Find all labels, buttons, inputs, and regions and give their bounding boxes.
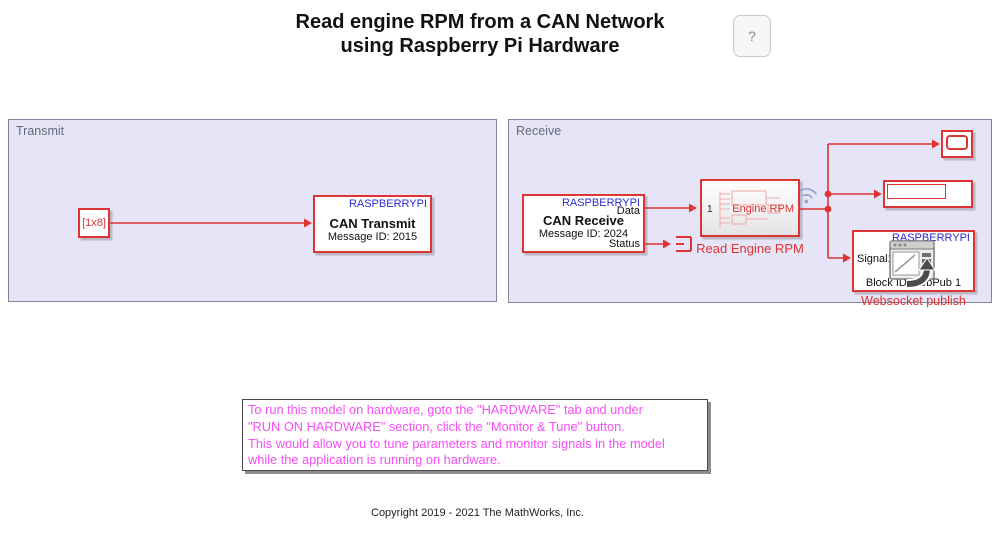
can-transmit-name: CAN Transmit	[329, 216, 416, 231]
annotation-line: "RUN ON HARDWARE" section, click the "Mo…	[248, 418, 625, 434]
model-title-line1: Read engine RPM from a CAN Network	[295, 11, 665, 33]
can-receive-block[interactable]: RASPBERRYPI Data CAN Receive Message ID:…	[522, 194, 645, 253]
can-receive-status-port-label: Status	[608, 238, 640, 250]
can-receive-message-id: Message ID: 2024	[538, 228, 629, 240]
can-receive-board-label: RASPBERRYPI	[561, 197, 640, 209]
constant-value: [1x8]	[82, 217, 106, 229]
help-button[interactable]: ?	[733, 15, 771, 57]
can-receive-name: CAN Receive	[543, 213, 624, 228]
can-transmit-board-label: RASPBERRYPI	[348, 198, 427, 210]
model-title: Read engine RPM from a CAN Network using…	[0, 10, 960, 58]
scope-block[interactable]	[941, 130, 973, 158]
subsystem-preview-icon	[719, 190, 781, 229]
read-engine-rpm-label: Read Engine RPM	[696, 241, 804, 256]
receive-area-label: Receive	[516, 124, 562, 138]
browser-upload-icon	[889, 240, 936, 289]
read-engine-rpm-block[interactable]: 1 Engine RPM	[700, 179, 800, 237]
annotation-line: This would allow you to tune parameters …	[248, 435, 665, 451]
transmit-area-label: Transmit	[16, 124, 65, 138]
can-transmit-block[interactable]: RASPBERRYPI CAN Transmit Message ID: 201…	[313, 195, 432, 253]
model-title-line2: using Raspberry Pi Hardware	[340, 35, 620, 57]
websocket-publish-block[interactable]: RASPBERRYPI Signal1 Block ID:WebPub 1	[852, 230, 975, 292]
hardware-instructions-annotation[interactable]: To run this model on hardware, goto the …	[242, 399, 708, 471]
copyright-text: Copyright 2019 - 2021 The MathWorks, Inc…	[371, 507, 584, 519]
read-engine-rpm-input-port: 1	[707, 204, 713, 215]
scope-screen-icon	[946, 135, 968, 150]
can-transmit-message-id: Message ID: 2015	[327, 231, 418, 243]
can-receive-data-port-label: Data	[616, 205, 640, 217]
display-value-field	[887, 184, 946, 199]
display-block[interactable]	[883, 180, 973, 208]
question-mark-icon: ?	[748, 28, 756, 44]
read-engine-rpm-output-port: Engine RPM	[732, 203, 794, 215]
annotation-line: To run this model on hardware, goto the …	[248, 402, 643, 417]
websocket-publish-label: Websocket publish	[861, 294, 966, 308]
annotation-line: while the application is running on hard…	[248, 452, 501, 468]
constant-block[interactable]: [1x8]	[78, 208, 110, 238]
